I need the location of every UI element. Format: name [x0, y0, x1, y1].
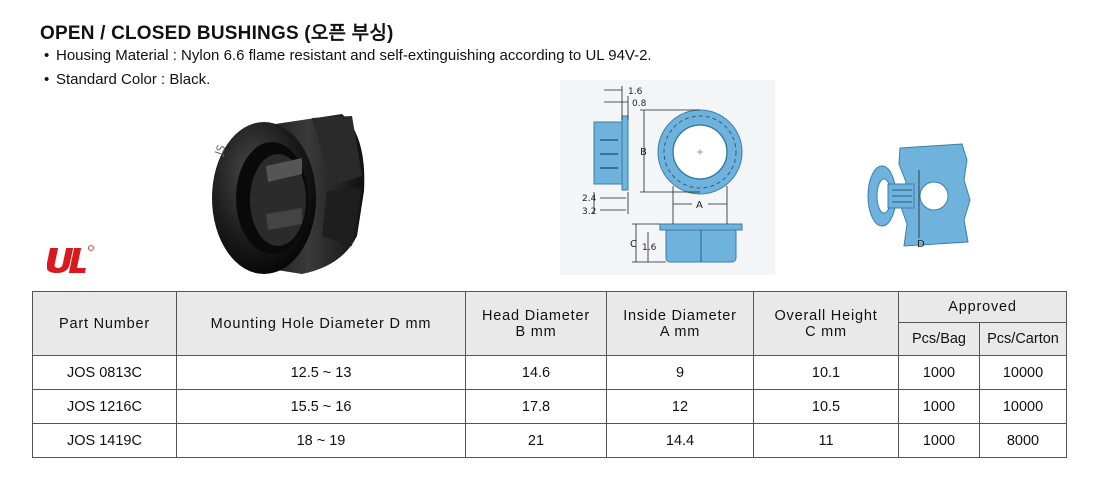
cell-bag: 1000 — [898, 389, 980, 424]
table-row: JOS 1216C 15.5 ~ 16 17.8 12 10.5 1000 10… — [32, 389, 1067, 424]
cell-head: 21 — [465, 423, 607, 458]
cell-inside: 9 — [606, 355, 754, 390]
col-mounting-hole: Mounting Hole Diameter D mm — [176, 291, 466, 356]
cell-part: JOS 1216C — [32, 389, 177, 424]
ul-certification-logo — [47, 245, 94, 273]
table-row: JOS 0813C 12.5 ~ 13 14.6 9 10.1 1000 100… — [32, 355, 1067, 390]
cell-bag: 1000 — [898, 355, 980, 390]
dim-label-a: A — [696, 200, 703, 211]
svg-text:JS: JS — [212, 143, 228, 158]
spec-bullets: •Housing Material : Nylon 6.6 flame resi… — [44, 44, 652, 92]
cell-inside: 12 — [606, 389, 754, 424]
cell-head: 14.6 — [465, 355, 607, 390]
col-approved: Approved — [898, 291, 1067, 323]
dim-label-1-6: 1.6 — [628, 87, 643, 97]
cell-head: 17.8 — [465, 389, 607, 424]
cell-height: 10.5 — [753, 389, 899, 424]
cell-height: 11 — [753, 423, 899, 458]
dim-label-2-4: 2.4 — [582, 194, 597, 204]
dim-label-3-2: 3.2 — [582, 207, 596, 217]
spec-table: Part Number Mounting Hole Diameter D mm … — [32, 291, 1067, 458]
cell-part: JOS 0813C — [32, 355, 177, 390]
col-pcs-bag: Pcs/Bag — [898, 322, 980, 356]
cell-height: 10.1 — [753, 355, 899, 390]
cell-bag: 1000 — [898, 423, 980, 458]
dim-label-b: B — [640, 147, 647, 158]
cell-mount: 12.5 ~ 13 — [176, 355, 466, 390]
dim-label-0-8: 0.8 — [632, 99, 647, 109]
bullet-color: •Standard Color : Black. — [44, 71, 211, 88]
cell-carton: 10000 — [979, 389, 1067, 424]
bullet-material: •Housing Material : Nylon 6.6 flame resi… — [44, 47, 652, 64]
cell-mount: 15.5 ~ 16 — [176, 389, 466, 424]
cell-part: JOS 1419C — [32, 423, 177, 458]
page-title: OPEN / CLOSED BUSHINGS (오픈 부싱) — [40, 23, 394, 44]
bushing-photo: JS — [212, 114, 365, 274]
dim-label-d: D — [917, 239, 925, 250]
cell-inside: 14.4 — [606, 423, 754, 458]
table-row: JOS 1419C 18 ~ 19 21 14.4 11 1000 8000 — [32, 423, 1067, 458]
cell-mount: 18 ~ 19 — [176, 423, 466, 458]
col-pcs-carton: Pcs/Carton — [979, 322, 1067, 356]
dim-label-c: C — [630, 239, 637, 250]
dimension-drawing: 1.6 0.8 B 2.4 3.2 A C 1.6 — [560, 80, 775, 275]
cell-carton: 8000 — [979, 423, 1067, 458]
dim-label-1-6b: 1.6 — [642, 243, 657, 253]
installed-bushing-drawing: D — [867, 143, 971, 250]
col-part-number: Part Number — [32, 291, 177, 356]
cell-carton: 10000 — [979, 355, 1067, 390]
